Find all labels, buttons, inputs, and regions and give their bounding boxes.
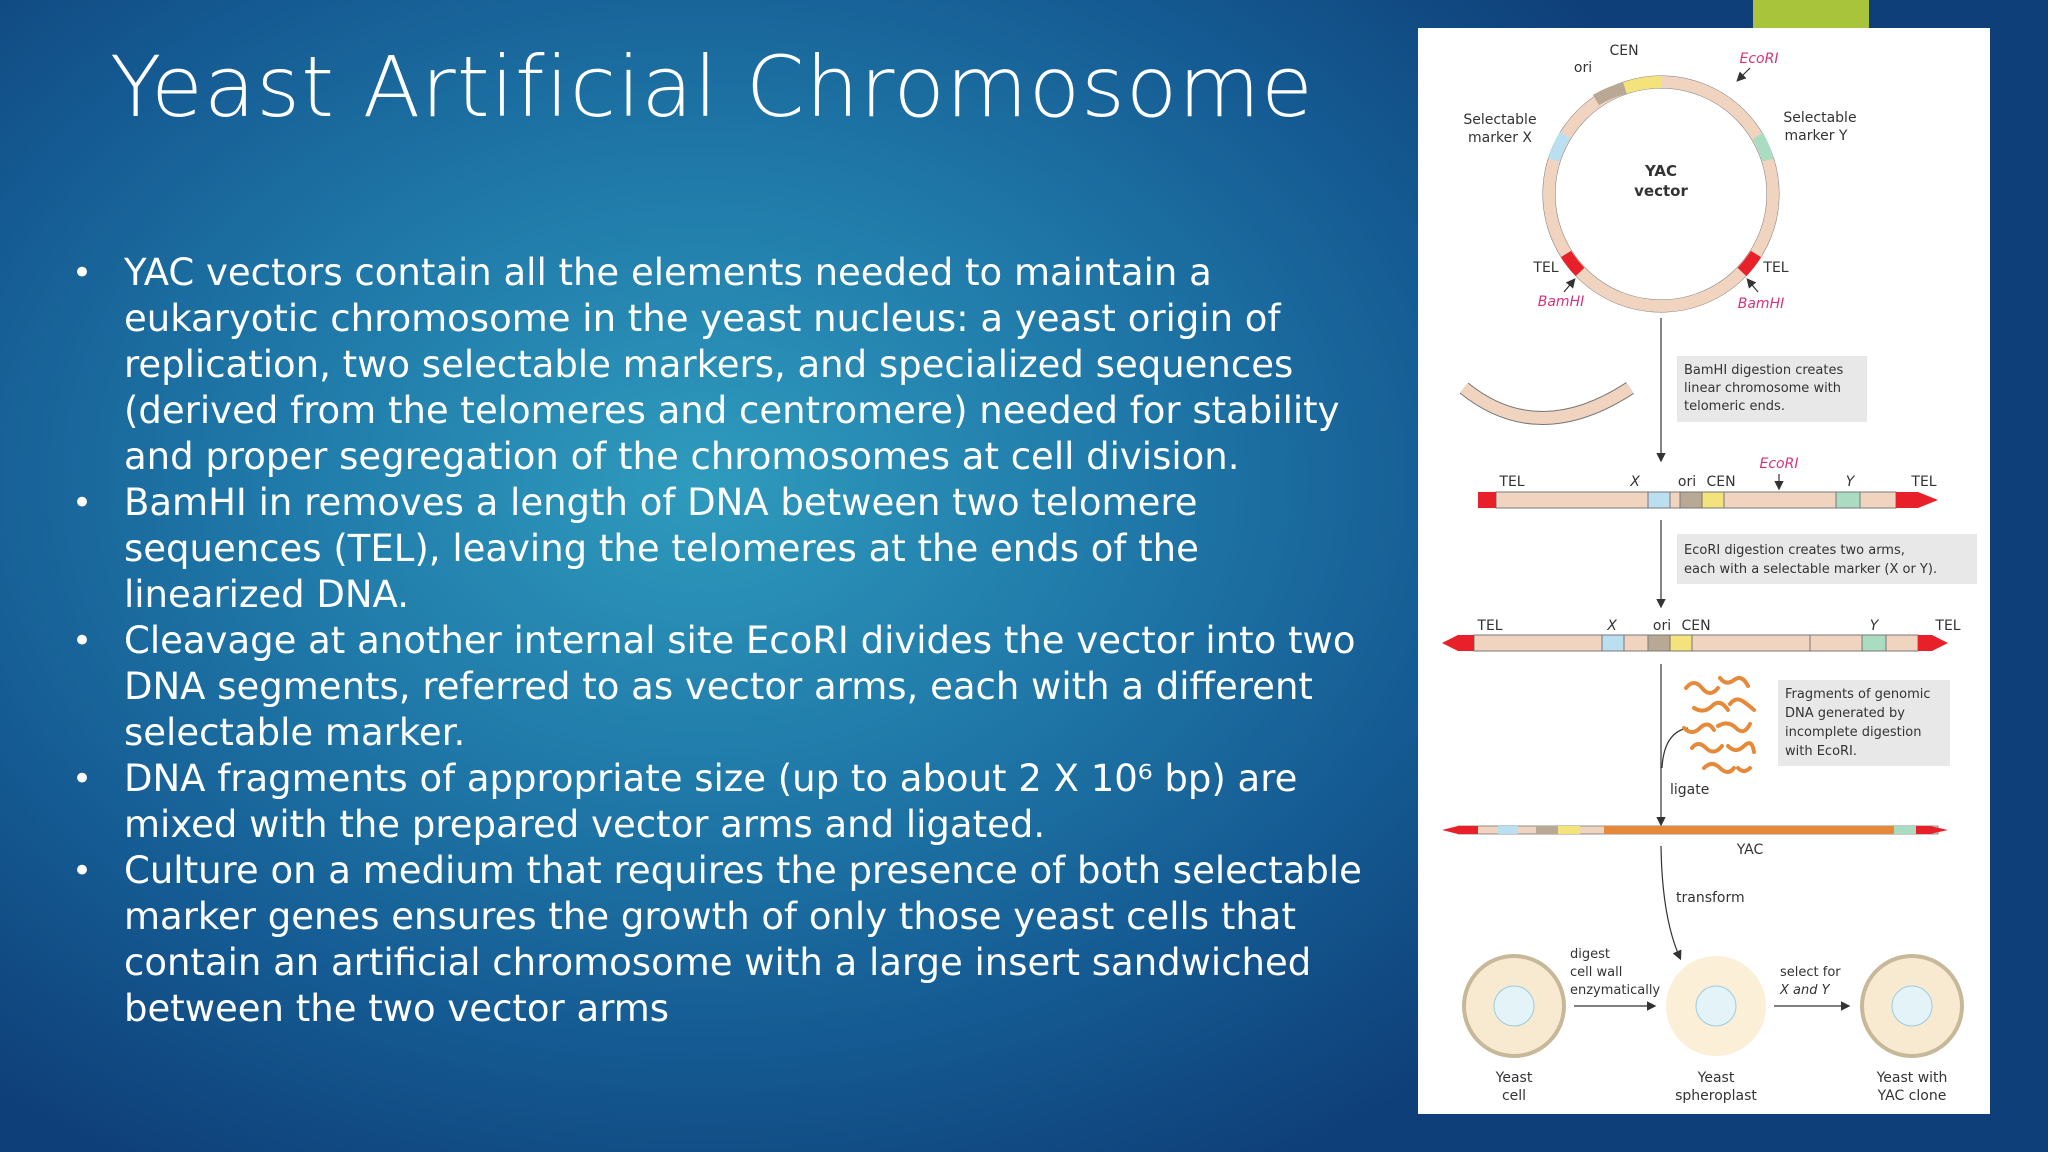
linear-tel-left-label: TEL: [1498, 474, 1524, 490]
linear-cen-label: CEN: [1706, 474, 1735, 490]
bullet-item: • Cleavage at another internal site EcoRI…: [70, 618, 1370, 756]
arm-ori-label: ori: [1653, 618, 1671, 634]
plasmid-ecori-label: EcoRI: [1740, 51, 1779, 67]
plasmid-marker-y-label-2: marker Y: [1785, 128, 1848, 144]
yac-figure-panel: YAC vector ori CEN EcoRI Selectable mark…: [1418, 28, 1990, 1114]
arm-tel-right-label: TEL: [1934, 618, 1960, 634]
bullet-dot-icon: •: [72, 759, 93, 799]
arm-x-label: X: [1606, 618, 1617, 634]
plasmid-cen-label: CEN: [1609, 43, 1638, 59]
yac-vector-plasmid: YAC vector ori CEN EcoRI Selectable mark…: [1463, 43, 1857, 313]
linear-ori-label: ori: [1678, 474, 1696, 490]
accent-bar: [1753, 0, 1869, 28]
bullet-item: • BamHI in removes a length of DNA betwee…: [70, 480, 1370, 618]
select-label: select for: [1780, 965, 1841, 980]
note-fragments-line: DNA generated by: [1785, 706, 1905, 721]
yac-construct: YAC: [1442, 825, 1948, 858]
linear-tel-right-label: TEL: [1910, 474, 1936, 490]
bullet-item: • Culture on a medium that requires the p…: [70, 848, 1370, 1032]
yac-figure: YAC vector ori CEN EcoRI Selectable mark…: [1442, 43, 1977, 1104]
cell3-label-2: YAC clone: [1877, 1088, 1947, 1104]
arm-cen-box: [1669, 634, 1693, 652]
cell2-label-2: spheroplast: [1675, 1088, 1757, 1104]
step-arrow: [1660, 845, 1682, 961]
bullet-dot-icon: •: [72, 483, 93, 523]
digest-label-3: enzymatically: [1570, 983, 1660, 998]
linear-chromosome: TEL X ori CEN EcoRI Y TEL: [1478, 456, 1938, 509]
digest-label-2: cell wall: [1570, 965, 1622, 980]
slide-title: Yeast Artificial Chromosome: [110, 38, 1314, 136]
cell2-label: Yeast: [1697, 1070, 1735, 1086]
tel-left-segment: [1560, 250, 1585, 277]
cell3-label: Yeast with: [1876, 1070, 1948, 1086]
arm-tel-left-label: TEL: [1476, 618, 1502, 634]
ori-box: [1679, 491, 1703, 509]
digest-label: digest: [1570, 947, 1610, 962]
plasmid-marker-x-label: Selectable: [1463, 112, 1536, 128]
note-bamhi-line: telomeric ends.: [1684, 399, 1785, 414]
cell1-label-2: cell: [1502, 1088, 1526, 1104]
linear-y-label: Y: [1846, 474, 1856, 490]
bullet-dot-icon: •: [72, 253, 93, 293]
note-bamhi-line: BamHI digestion creates: [1684, 363, 1843, 378]
marker-x-segment: [1548, 131, 1571, 162]
yeast-spheroplast: Yeast spheroplast: [1666, 956, 1766, 1104]
yac-label: YAC: [1736, 842, 1764, 858]
plasmid-bamhi-right-label: BamHI: [1738, 296, 1784, 312]
bullet-dot-icon: •: [72, 851, 93, 891]
note-ecori-line: EcoRI digestion creates two arms,: [1684, 543, 1905, 558]
marker-y-box: [1835, 491, 1861, 509]
note-fragments: Fragments of genomic DNA generated by in…: [1778, 680, 1950, 766]
arm-ori-box: [1647, 634, 1671, 652]
ori-segment: [1592, 82, 1627, 106]
insert-segment: [1604, 826, 1894, 834]
note-ecori-line: each with a selectable marker (X or Y).: [1684, 562, 1937, 577]
bullet-item: • DNA fragments of appropriate size (up t…: [70, 756, 1370, 848]
tel-right-segment: [1737, 250, 1762, 277]
arm-marker-x-box: [1601, 634, 1625, 652]
plasmid-marker-x-label-2: marker X: [1468, 130, 1532, 146]
bullet-text: Culture on a medium that requires the pr…: [124, 849, 1362, 1030]
linear-ecori-label: EcoRI: [1760, 456, 1799, 472]
arm-cen-label: CEN: [1681, 618, 1710, 634]
note-fragments-line: Fragments of genomic: [1785, 687, 1931, 702]
note-fragments-line: with EcoRI.: [1785, 744, 1857, 759]
genomic-fragments-icon: [1682, 676, 1756, 774]
plasmid-center-label-2: vector: [1634, 182, 1688, 200]
yeast-cell: Yeast cell: [1462, 954, 1566, 1104]
ligate-label: ligate: [1670, 782, 1709, 798]
plasmid-ori-label: ori: [1574, 60, 1592, 76]
cen-box: [1701, 491, 1725, 509]
bullet-text: DNA fragments of appropriate size (up to…: [124, 757, 1298, 846]
bullet-dot-icon: •: [72, 621, 93, 661]
select-label-2: X and Y: [1779, 983, 1831, 998]
note-ecori: EcoRI digestion creates two arms, each w…: [1677, 534, 1977, 584]
note-bamhi-line: linear chromosome with: [1684, 381, 1841, 396]
arm-marker-y-box: [1861, 634, 1887, 652]
plasmid-bamhi-left-label: BamHI: [1538, 294, 1584, 310]
note-fragments-line: incomplete digestion: [1785, 725, 1922, 740]
tel-right-end: [1918, 492, 1938, 508]
note-bamhi: BamHI digestion creates linear chromosom…: [1677, 356, 1867, 422]
yeast-yac-clone: Yeast with YAC clone: [1860, 954, 1964, 1104]
transform-label: transform: [1676, 890, 1745, 906]
plasmid-center-label: YAC: [1644, 162, 1677, 180]
bullet-list: • YAC vectors contain all the elements ne…: [70, 250, 1370, 1032]
linear-x-label: X: [1629, 474, 1640, 490]
marker-y-segment: [1752, 133, 1774, 162]
plasmid-tel-left-label: TEL: [1532, 260, 1558, 276]
bullet-text: YAC vectors contain all the elements nee…: [124, 251, 1340, 478]
marker-x-box: [1647, 491, 1671, 509]
plasmid-tel-right-label: TEL: [1762, 260, 1788, 276]
cen-segment: [1623, 76, 1662, 94]
cell1-label: Yeast: [1495, 1070, 1533, 1086]
arm-y-label: Y: [1870, 618, 1880, 634]
vector-arms: TEL X ori CEN Y TEL: [1442, 618, 1961, 652]
plasmid-marker-y-label: Selectable: [1783, 110, 1856, 126]
bullet-text: BamHI in removes a length of DNA between…: [124, 481, 1199, 616]
bullet-text: Cleavage at another internal site EcoRI …: [124, 619, 1356, 754]
bullet-item: • YAC vectors contain all the elements ne…: [70, 250, 1370, 480]
